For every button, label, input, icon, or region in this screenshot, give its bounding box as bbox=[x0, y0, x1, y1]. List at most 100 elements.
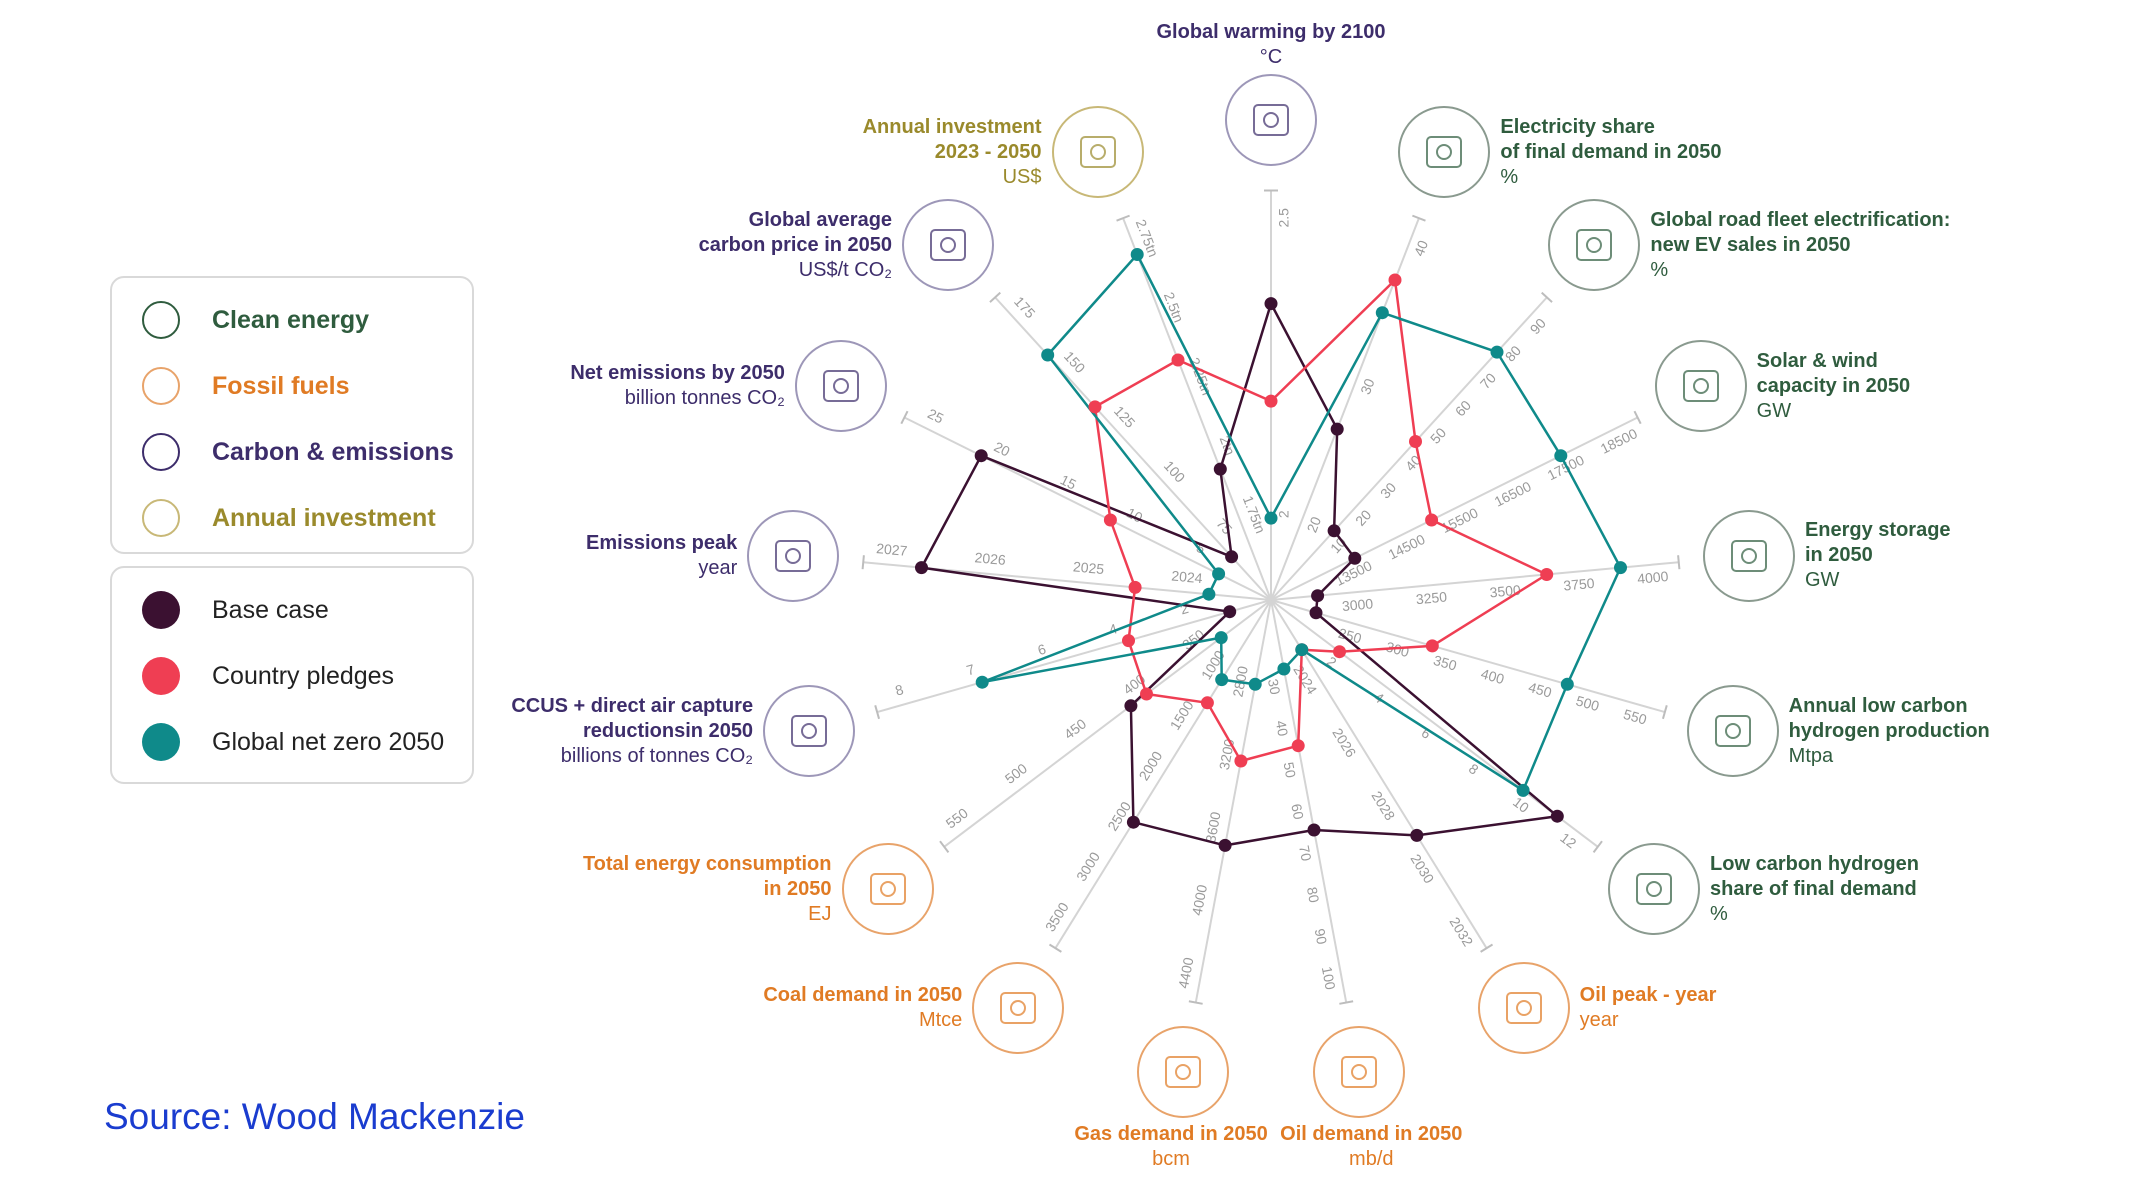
tick-label: 18500 bbox=[1598, 425, 1640, 457]
legend-item-base-case: Base case bbox=[142, 588, 329, 632]
tick-label: 70 bbox=[1296, 844, 1315, 862]
point-base-16 bbox=[1213, 462, 1227, 476]
axis-title: CCUS + direct air capture reductionsin 2… bbox=[511, 694, 754, 742]
axis-unit: GW bbox=[1804, 569, 1840, 592]
point-netzero-8 bbox=[1277, 662, 1291, 676]
point-netzero-9 bbox=[1248, 677, 1262, 691]
legend-label: Annual investment bbox=[212, 503, 436, 532]
tick-label: 450 bbox=[1061, 715, 1089, 742]
coal-mining-icon bbox=[972, 962, 1065, 1055]
axis-unit: year bbox=[698, 556, 738, 579]
carbon-emissions-circle-icon bbox=[142, 433, 180, 471]
axis-line-battery bbox=[1270, 561, 1679, 601]
axis-title: Annual investment 2023 - 2050 bbox=[862, 115, 1042, 163]
tick-label: 125 bbox=[1111, 403, 1139, 431]
point-pledges-0 bbox=[1264, 394, 1278, 408]
axis-unit: billions of tonnes CO₂ bbox=[560, 744, 754, 767]
power-pylon-icon bbox=[1398, 106, 1491, 199]
category-legend: Clean energy Fossil fuels Carbon & emiss… bbox=[110, 276, 474, 554]
axis-unit: GW bbox=[1756, 399, 1792, 422]
point-pledges-4 bbox=[1540, 568, 1554, 581]
hydrogen-icon bbox=[1686, 685, 1779, 778]
axis-end-tick bbox=[861, 555, 865, 570]
series-legend: Base case Country pledges Global net zer… bbox=[110, 566, 474, 784]
tick-label: 30 bbox=[1377, 479, 1399, 501]
axis-title: Global average carbon price in 2050 bbox=[698, 208, 893, 256]
axis-title: Global warming by 2100 bbox=[1156, 21, 1386, 43]
axis-line-hydrogen bbox=[1270, 599, 1666, 714]
legend-label: Carbon & emissions bbox=[212, 437, 454, 466]
axis-line-investment-hand bbox=[1122, 217, 1272, 601]
tick-label: 8 bbox=[893, 681, 905, 699]
point-base-5 bbox=[1309, 606, 1323, 620]
axis-unit: EJ bbox=[808, 902, 832, 925]
point-pledges-6 bbox=[1333, 645, 1346, 659]
point-pledges-11 bbox=[1140, 687, 1153, 701]
tick-label: 4400 bbox=[1175, 956, 1196, 990]
legend-item-country-pledges: Country pledges bbox=[142, 654, 394, 698]
tick-label: 2.5 bbox=[1276, 208, 1292, 228]
tick-label: 400 bbox=[1479, 665, 1506, 687]
axis-line-oil-drop bbox=[1270, 599, 1488, 949]
tick-label: 250 bbox=[1337, 625, 1364, 647]
axis-unit: year bbox=[1579, 1009, 1619, 1032]
axis-unit: % bbox=[1710, 902, 1728, 925]
point-base-4 bbox=[1311, 589, 1325, 603]
energy-consumption-icon bbox=[841, 843, 934, 936]
point-netzero-6 bbox=[1516, 783, 1530, 797]
axis-title: Electricity share of final demand in 205… bbox=[1500, 115, 1722, 163]
point-pledges-13 bbox=[1128, 580, 1142, 594]
point-base-11 bbox=[1124, 699, 1138, 713]
investment-hand-icon bbox=[1051, 106, 1144, 199]
point-base-15 bbox=[1225, 550, 1239, 564]
tick-label: 2027 bbox=[876, 540, 909, 559]
point-base-12 bbox=[1223, 605, 1237, 619]
tick-label: 3750 bbox=[1563, 575, 1596, 594]
point-pledges-2 bbox=[1409, 435, 1422, 448]
axis-unit: Mtpa bbox=[1788, 744, 1834, 767]
legend-label: Global net zero 2050 bbox=[212, 727, 445, 756]
point-netzero-16 bbox=[1130, 248, 1144, 261]
tick-label: 100 bbox=[1161, 458, 1189, 486]
axis-line-carbon-price bbox=[994, 296, 1272, 601]
axis-unit: % bbox=[1500, 165, 1519, 188]
axis-end-tick bbox=[1541, 291, 1553, 303]
point-pledges-9 bbox=[1234, 754, 1248, 768]
point-netzero-7 bbox=[1295, 643, 1309, 657]
axis-end-tick bbox=[1116, 214, 1130, 222]
point-netzero-13 bbox=[1202, 587, 1216, 601]
point-netzero-12 bbox=[975, 675, 989, 689]
point-pledges-1 bbox=[1388, 273, 1402, 287]
tick-label: 15500 bbox=[1439, 504, 1481, 536]
point-base-2 bbox=[1327, 524, 1341, 538]
axis-end-tick bbox=[1592, 840, 1603, 853]
axis-label-ev-charging: Global road fleet electrification: new E… bbox=[1650, 208, 1950, 283]
battery-icon bbox=[1702, 509, 1795, 602]
tick-label: 100 bbox=[1319, 965, 1339, 991]
co2-peak-icon bbox=[747, 509, 840, 602]
radar-axes: 22.5203040102030405060708090135001450015… bbox=[861, 189, 1681, 1005]
tick-label: 3000 bbox=[1341, 595, 1374, 614]
axis-title: Global road fleet electrification: new E… bbox=[1650, 208, 1951, 256]
tick-label: 150 bbox=[1061, 348, 1089, 376]
clean-energy-circle-icon bbox=[142, 301, 180, 339]
legend-item-carbon-emissions: Carbon & emissions bbox=[142, 430, 454, 474]
air-capture-icon bbox=[763, 685, 856, 778]
point-pledges-15 bbox=[1088, 400, 1102, 414]
axis-end-tick bbox=[1412, 214, 1426, 222]
axis-end-tick bbox=[1633, 410, 1642, 425]
tick-label: 12 bbox=[1557, 829, 1579, 851]
point-netzero-14 bbox=[1212, 567, 1226, 581]
tick-label: 550 bbox=[1622, 706, 1649, 728]
tick-label: 3250 bbox=[1415, 588, 1448, 607]
series-line-netzero bbox=[980, 253, 1622, 792]
point-netzero-11 bbox=[1214, 631, 1228, 645]
tick-label: 4000 bbox=[1189, 883, 1210, 917]
axis-label-air-capture: CCUS + direct air capture reductionsin 2… bbox=[511, 694, 753, 769]
tick-label: 40 bbox=[1273, 719, 1292, 737]
